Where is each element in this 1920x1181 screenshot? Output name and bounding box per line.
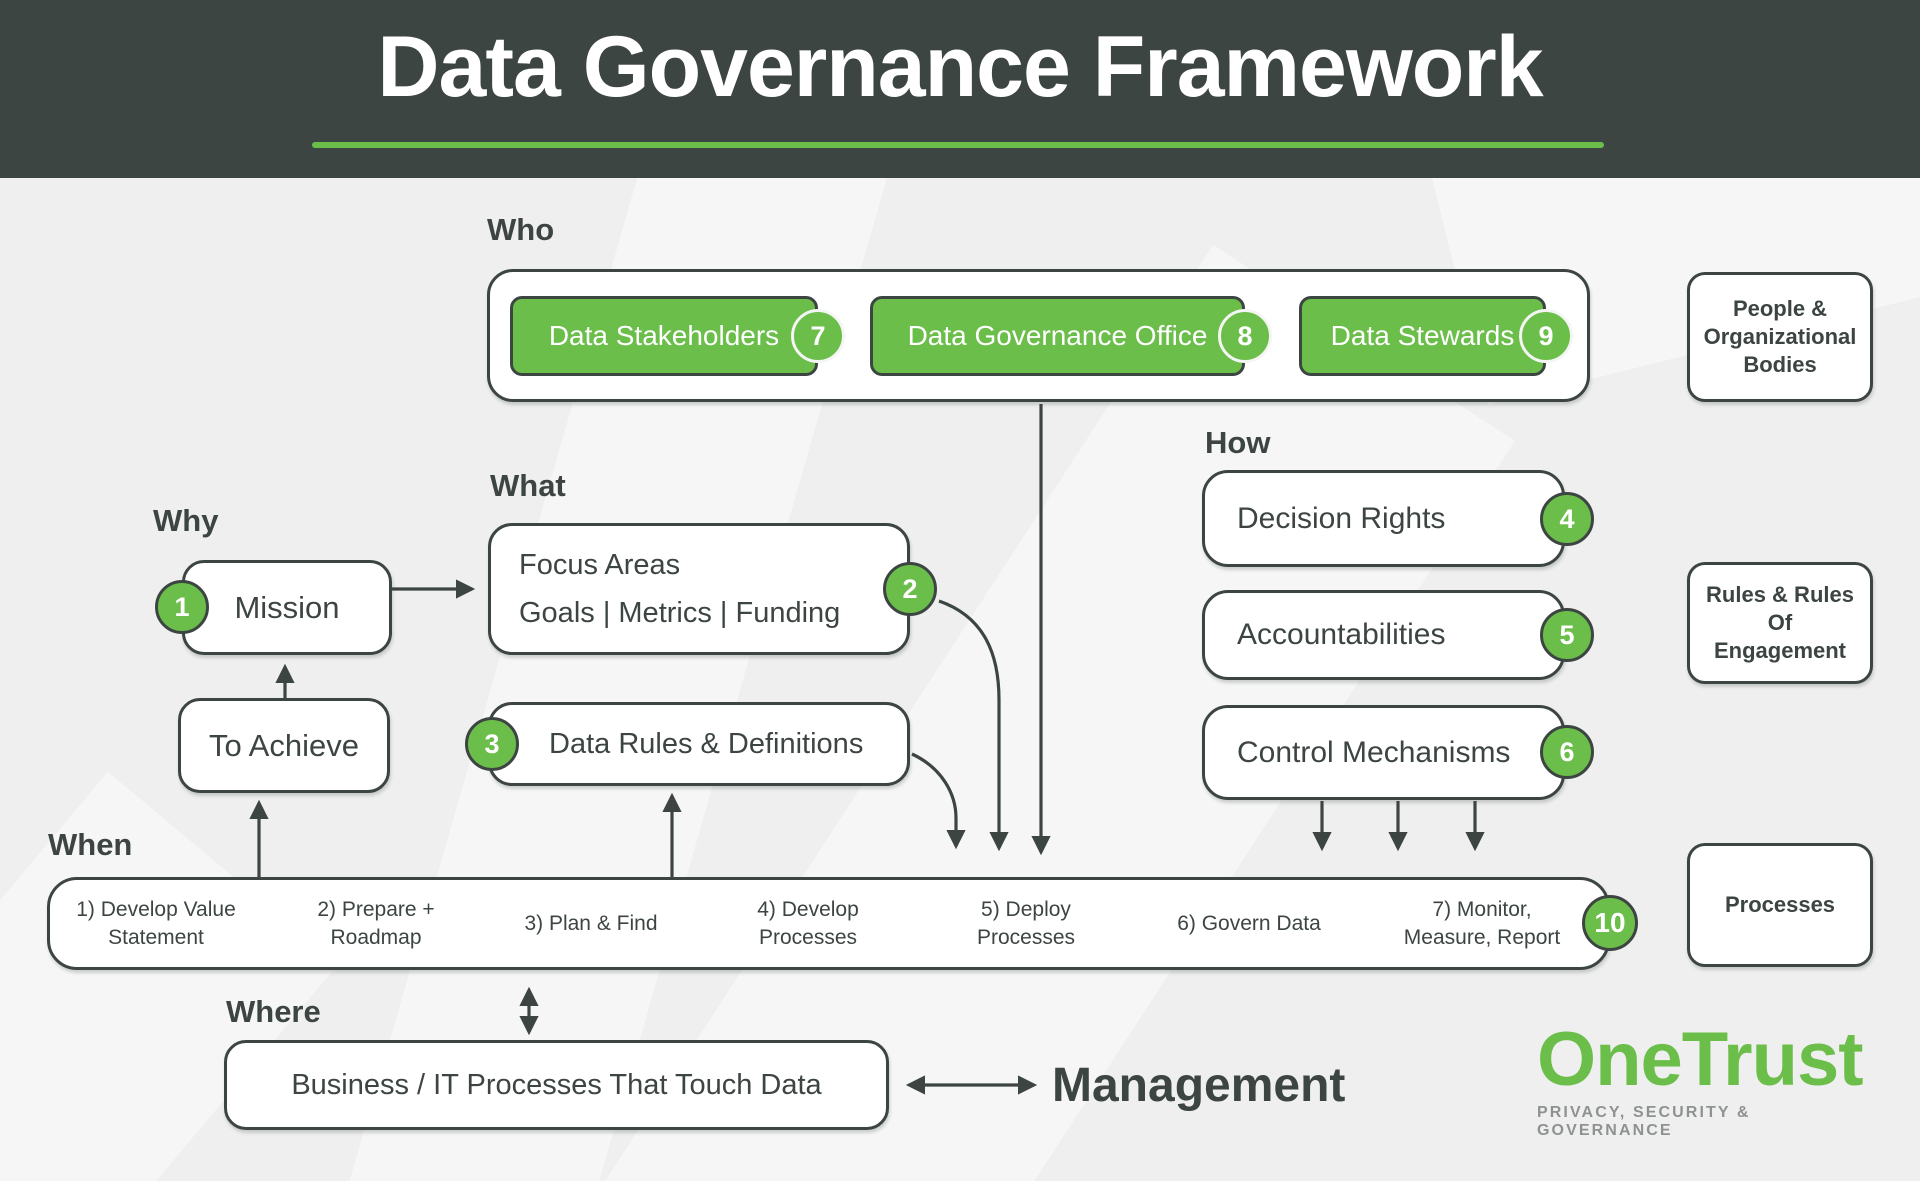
section-label-how: How (1205, 425, 1271, 460)
control-mechanisms-label: Control Mechanisms (1237, 735, 1511, 769)
when-step-4: 4) Develop Processes (757, 898, 859, 949)
side-box-label: Processes (1724, 891, 1836, 917)
focus-areas-line2: Goals | Metrics | Funding (519, 596, 841, 629)
when-band (47, 877, 1610, 970)
when-step-3: 3) Plan & Find (524, 911, 658, 935)
when-step-2: 2) Prepare + Roadmap (317, 898, 435, 949)
header-bar: Data Governance Framework (0, 0, 1920, 178)
side-box-people-organizational-bodies: People & Organizational Bodies (1687, 272, 1873, 402)
focus-areas-box: Focus Areas Goals | Metrics | Funding (488, 523, 910, 655)
badge-10: 10 (1582, 895, 1638, 951)
badge-2: 2 (883, 562, 937, 616)
side-box-rules-of-engagement: Rules & Rules Of Engagement (1687, 562, 1873, 684)
who-item-label: Data Stewards (1330, 320, 1515, 351)
logo-tagline: PRIVACY, SECURITY & GOVERNANCE (1537, 1104, 1751, 1139)
management-label: Management (1052, 1059, 1346, 1112)
side-box-processes: Processes (1687, 843, 1873, 967)
accountabilities-box: Accountabilities (1202, 590, 1565, 680)
who-item-data-stakeholders: Data Stakeholders (510, 296, 818, 376)
decision-rights-box: Decision Rights (1202, 470, 1565, 567)
to-achieve-label: To Achieve (209, 727, 359, 763)
logo-wordmark: OneTrust (1537, 1017, 1864, 1102)
badge-1: 1 (155, 580, 209, 634)
control-mechanisms-box: Control Mechanisms (1202, 705, 1565, 800)
when-step-7: 7) Monitor, Measure, Report (1403, 898, 1561, 949)
data-rules-label: Data Rules & Definitions (549, 727, 864, 760)
section-label-when: When (48, 827, 133, 862)
badge-6: 6 (1540, 725, 1594, 779)
badge-3: 3 (465, 717, 519, 771)
where-box-label: Business / IT Processes That Touch Data (291, 1068, 822, 1101)
where-box: Business / IT Processes That Touch Data (224, 1040, 889, 1130)
to-achieve-box: To Achieve (178, 698, 390, 793)
side-box-label: Rules & Rules Of Engagement (1706, 581, 1854, 664)
decision-rights-label: Decision Rights (1237, 501, 1446, 535)
section-label-why: Why (153, 503, 219, 538)
badge-9: 9 (1519, 309, 1573, 363)
when-step-1: 1) Develop Value Statement (76, 898, 236, 949)
who-item-label: Data Governance Office (907, 320, 1208, 351)
data-rules-box: Data Rules & Definitions (488, 702, 910, 786)
mission-box: Mission (182, 560, 392, 655)
badge-4: 4 (1540, 492, 1594, 546)
badge-8: 8 (1218, 309, 1272, 363)
mission-label: Mission (234, 589, 340, 625)
who-item-label: Data Stakeholders (548, 320, 780, 351)
onetrust-logo: OneTrust PRIVACY, SECURITY & GOVERNANCE (1537, 1022, 1877, 1140)
page-title: Data Governance Framework (377, 19, 1543, 115)
who-item-data-stewards: Data Stewards (1299, 296, 1546, 376)
when-step-5: 5) Deploy Processes (976, 898, 1076, 949)
section-label-who: Who (487, 212, 555, 247)
focus-areas-line1: Focus Areas (519, 548, 681, 581)
who-item-data-governance-office: Data Governance Office (870, 296, 1245, 376)
section-label-what: What (490, 468, 566, 503)
badge-5: 5 (1540, 608, 1594, 662)
side-box-label: People & Organizational Bodies (1703, 295, 1857, 378)
when-step-6: 6) Govern Data (1177, 911, 1321, 935)
badge-7: 7 (791, 309, 845, 363)
accountabilities-label: Accountabilities (1237, 618, 1446, 651)
title-underline (312, 142, 1604, 148)
section-label-where: Where (226, 994, 321, 1029)
